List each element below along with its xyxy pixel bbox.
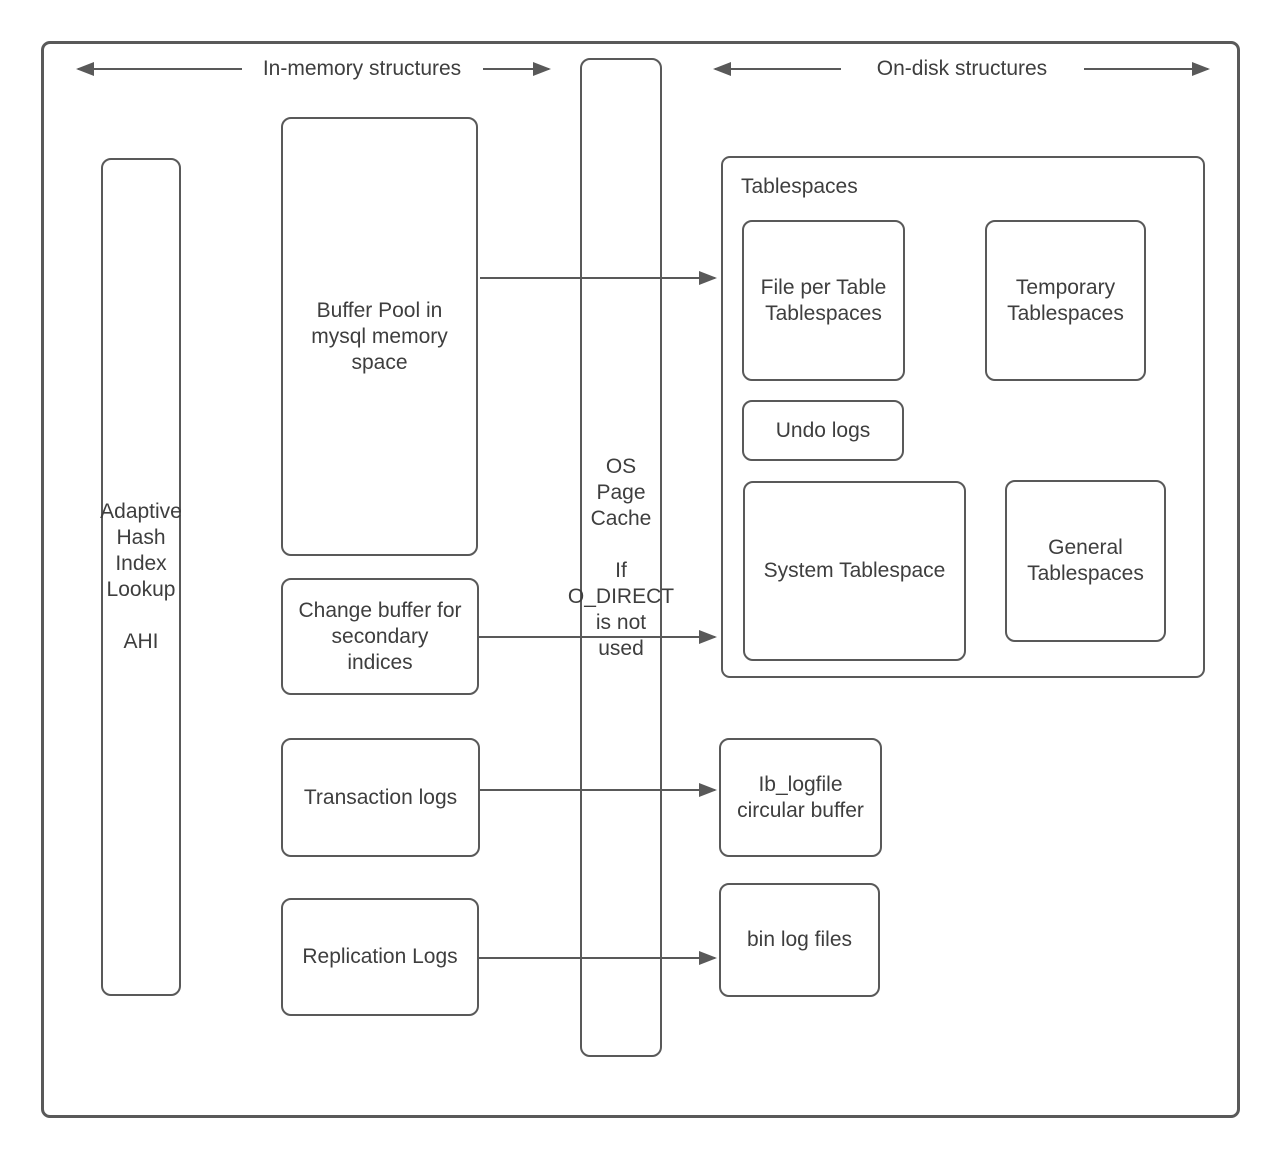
group-tablespaces: Tablespaces File per Table Tablespaces T…	[721, 156, 1205, 678]
node-ib-logfile: Ib_logfile circular buffer	[719, 738, 882, 857]
change-buffer-label: Change buffer for secondary indices	[298, 598, 462, 674]
file-per-table-label: File per Table Tablespaces	[760, 275, 887, 325]
in-memory-structures-label: In-memory structures	[262, 57, 462, 80]
transaction-logs-label: Transaction logs	[303, 785, 458, 809]
node-transaction-logs: Transaction logs	[281, 738, 480, 857]
system-tablespace-label: System Tablespace	[763, 559, 946, 582]
adaptive-hash-index-label: Adaptive Hash Index Lookup AHI	[100, 500, 182, 653]
node-undo-logs: Undo logs	[742, 400, 904, 461]
node-replication-logs: Replication Logs	[281, 898, 479, 1016]
general-tablespaces-label: General Tablespaces	[1027, 536, 1144, 585]
buffer-pool-label: Buffer Pool in mysql memory space	[311, 298, 448, 374]
os-page-cache-label: OS Page Cache If O_DIRECT is not used	[567, 454, 675, 660]
temporary-tablespaces-label: Temporary Tablespaces	[1007, 275, 1124, 325]
bin-log-files-label: bin log files	[746, 928, 853, 951]
node-change-buffer: Change buffer for secondary indices	[281, 578, 479, 695]
node-system-tablespace: System Tablespace	[743, 481, 966, 661]
node-temporary-tablespaces: Temporary Tablespaces	[985, 220, 1146, 381]
node-os-page-cache: OS Page Cache If O_DIRECT is not used	[568, 58, 674, 1057]
tablespaces-label: Tablespaces	[741, 175, 858, 198]
ib-logfile-label: Ib_logfile circular buffer	[737, 772, 864, 822]
node-adaptive-hash-index: Adaptive Hash Index Lookup AHI	[100, 158, 182, 996]
outer-border-frame	[41, 41, 1240, 1118]
undo-logs-label: Undo logs	[775, 418, 871, 442]
node-general-tablespaces: General Tablespaces	[1005, 480, 1166, 642]
on-disk-structures-label: On-disk structures	[876, 57, 1048, 80]
replication-logs-label: Replication Logs	[302, 945, 458, 968]
node-file-per-table-tablespaces: File per Table Tablespaces	[742, 220, 905, 381]
node-bin-log-files: bin log files	[719, 883, 880, 997]
node-buffer-pool: Buffer Pool in mysql memory space	[281, 117, 478, 556]
